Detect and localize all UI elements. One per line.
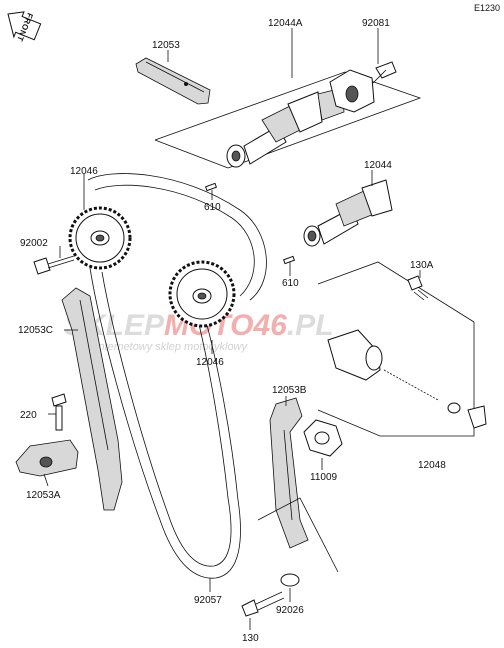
camshaft-frame: [154, 71, 422, 169]
diagram-code: E1230: [474, 3, 500, 13]
washer-92026: [280, 573, 300, 587]
label-220: 220: [20, 410, 37, 421]
cam-sprocket-12046-mid: [168, 260, 236, 328]
chain-guide-12053B: [269, 397, 309, 549]
timing-chain-upper: [87, 173, 267, 301]
label-92002: 92002: [20, 238, 48, 249]
chain-guide-12053: [135, 57, 211, 105]
label-12046-top: 12046: [70, 166, 98, 177]
watermark-part3: .PL: [287, 309, 334, 342]
label-12044A: 12044A: [268, 18, 303, 29]
watermark-subtitle: internetowy sklep motocyklowy: [96, 341, 249, 353]
label-11009: 11009: [310, 472, 338, 483]
label-12053B: 12053B: [272, 385, 307, 396]
timing-chain-92057: [89, 267, 241, 579]
camshaft-12044A: [226, 87, 345, 168]
tensioner-frame: [317, 261, 475, 437]
label-12053C: 12053C: [18, 325, 53, 336]
label-610-mid: 610: [282, 278, 299, 289]
label-130A: 130A: [410, 260, 434, 271]
bolt-130: [241, 591, 285, 617]
label-12053: 12053: [152, 40, 180, 51]
label-12048: 12048: [418, 460, 446, 471]
label-12053A: 12053A: [26, 490, 61, 501]
pin-610-top: [204, 182, 218, 192]
label-130: 130: [242, 633, 259, 644]
bolt-220: [51, 393, 67, 431]
front-arrow-icon: FRONT: [7, 11, 42, 43]
label-12046-mid: 12046: [196, 357, 224, 368]
cam-bracket: [329, 61, 397, 113]
label-610-top: 610: [204, 202, 221, 213]
cam-sprocket-12046-upper: [68, 206, 132, 270]
chain-guide-12053A: [15, 439, 79, 477]
label-92081: 92081: [362, 18, 390, 29]
pin-610-mid: [282, 255, 296, 265]
leader-lines: [43, 28, 421, 630]
label-92057: 92057: [194, 595, 222, 606]
bolt-130A: [407, 275, 429, 301]
chain-guide-12053C: [61, 287, 123, 511]
bolt-92002: [33, 255, 75, 275]
camshaft-12044: [303, 179, 393, 247]
label-92026: 92026: [276, 605, 304, 616]
label-12044: 12044: [364, 160, 392, 171]
gasket-11009: [303, 419, 343, 457]
chain-tensioner-12048: [327, 329, 487, 429]
